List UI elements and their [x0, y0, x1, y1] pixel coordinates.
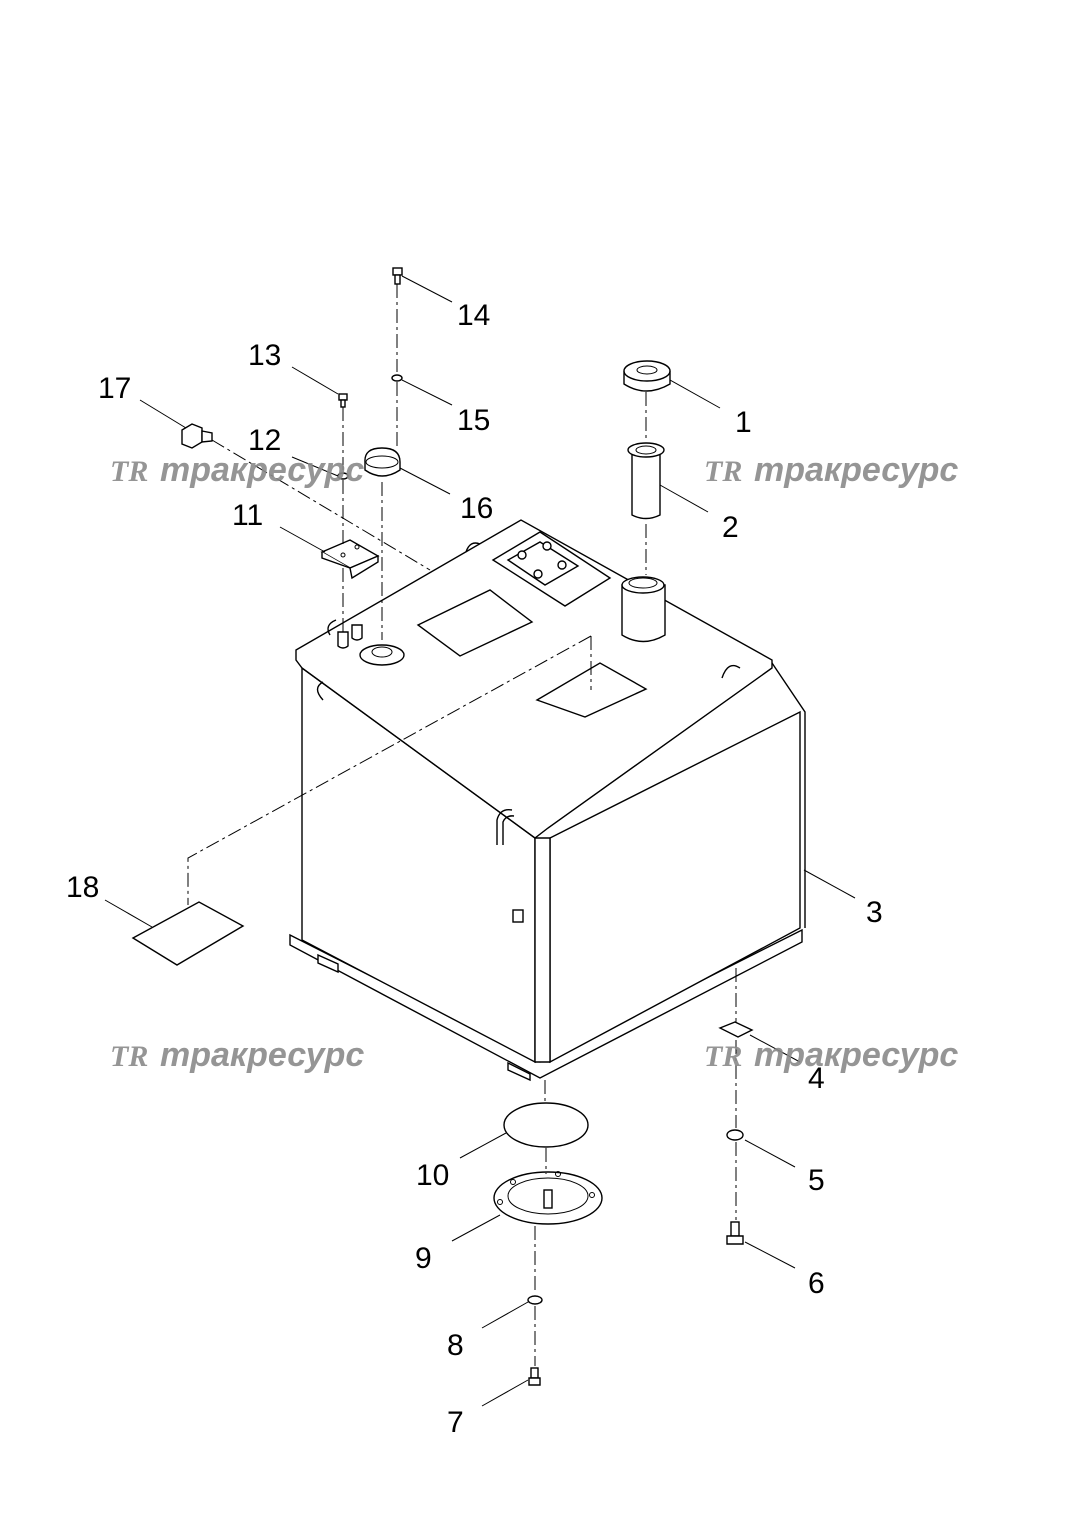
assembly-lines [187, 284, 737, 1366]
callout-9: 9 [415, 1242, 432, 1275]
svg-text:тракресурс: тракресурс [160, 1036, 364, 1074]
svg-text:TR: TR [110, 1040, 148, 1073]
callout-5: 5 [808, 1164, 825, 1197]
part-breather [364, 447, 401, 477]
part-strainer [627, 442, 665, 520]
callout-3: 3 [866, 896, 883, 929]
part-bolt-13 [338, 393, 348, 408]
callout-1: 1 [735, 406, 752, 439]
svg-text:TR: TR [110, 455, 148, 488]
callout-8: 8 [447, 1329, 464, 1362]
svg-text:TR: TR [704, 1040, 742, 1073]
callout-6: 6 [808, 1267, 825, 1300]
part-bracket [320, 539, 380, 580]
part-plate [131, 901, 245, 966]
part-bolt-7 [528, 1367, 541, 1386]
watermark-bottom-left: TR тракресурс [110, 1036, 364, 1074]
svg-text:тракресурс: тракресурс [160, 451, 364, 489]
part-washer-15 [391, 374, 403, 382]
watermark-top-right: TR тракресурс [704, 451, 958, 489]
callout-4: 4 [808, 1062, 825, 1095]
watermark-bottom-right: TR тракресурс [704, 1036, 958, 1074]
part-o-ring [503, 1102, 589, 1148]
callout-labels: 1 2 3 4 5 6 7 8 9 10 11 12 13 14 15 16 1… [66, 299, 883, 1439]
leader-lines [104, 275, 856, 1407]
callout-13: 13 [248, 339, 281, 372]
part-plug [181, 423, 213, 449]
svg-text:TR: TR [704, 455, 742, 488]
part-washer-8 [527, 1295, 543, 1305]
callout-14: 14 [457, 299, 490, 332]
watermarks: TR тракресурс TR тракресурс TR тракресур… [110, 451, 958, 1074]
part-cover [493, 1171, 603, 1225]
svg-text:тракресурс: тракресурс [754, 451, 958, 489]
part-bolt-6 [726, 1221, 744, 1245]
part-bolt-14 [392, 267, 403, 285]
callout-12: 12 [248, 424, 281, 457]
callout-10: 10 [416, 1159, 449, 1192]
callout-7: 7 [447, 1406, 464, 1439]
part-cap [623, 360, 671, 392]
callout-16: 16 [460, 492, 493, 525]
callout-17: 17 [98, 372, 131, 405]
callout-2: 2 [722, 511, 739, 544]
callout-11: 11 [232, 499, 263, 532]
callout-15: 15 [457, 404, 490, 437]
part-shim [718, 1021, 754, 1038]
callout-18: 18 [66, 871, 99, 904]
part-washer-5 [726, 1129, 744, 1141]
watermark-top-left: TR тракресурс [110, 451, 364, 489]
hydraulic-tank [289, 519, 806, 1082]
svg-text:тракресурс: тракресурс [754, 1036, 958, 1074]
